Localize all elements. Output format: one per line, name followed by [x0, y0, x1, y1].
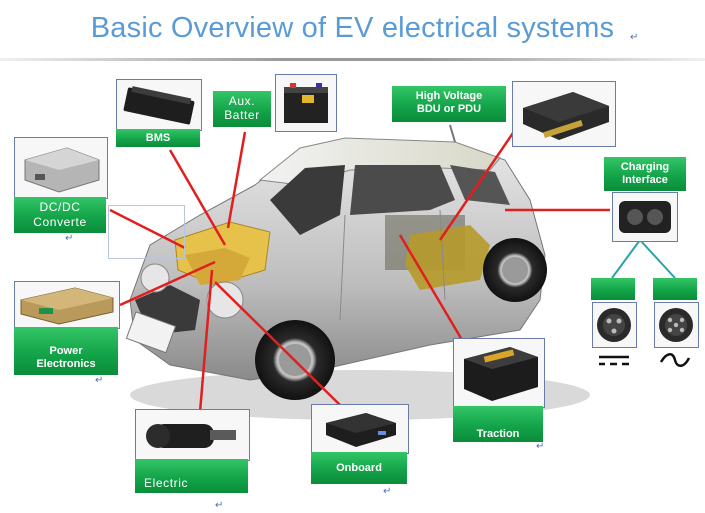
traction-motor-label: Electric	[135, 459, 248, 493]
paragraph-mark: ↵	[95, 375, 104, 386]
paragraph-mark: ↵	[630, 32, 639, 43]
title-divider	[0, 58, 705, 61]
dcdc-converter-image	[14, 137, 108, 199]
traction-battery-image	[453, 338, 545, 408]
traction-battery-label: Traction	[453, 406, 543, 442]
paragraph-mark: ↵	[536, 441, 545, 452]
power-electronics-image	[14, 281, 120, 329]
onboard-charger-image	[311, 404, 409, 454]
paragraph-mark: ↵	[215, 500, 224, 511]
aux-battery-label: Aux.Batter	[213, 91, 271, 127]
bms-label: BMS	[116, 129, 200, 147]
traction-motor-image	[135, 409, 250, 461]
aux-battery-image	[275, 74, 337, 132]
dc-connector-label	[591, 278, 635, 300]
page-title: Basic Overview of EV electrical systems	[90, 12, 615, 44]
dc-connector-image	[592, 302, 637, 348]
high-voltage-bdu-image	[512, 81, 616, 147]
charging-inlet-image	[612, 192, 678, 242]
placeholder-frame	[108, 205, 185, 259]
dc-symbol-icon	[599, 355, 629, 366]
bms-module-image	[116, 79, 202, 131]
ac-connector-image	[654, 302, 699, 348]
ac-connector-label	[653, 278, 697, 300]
onboard-charger-label: Onboard	[311, 452, 407, 484]
ac-symbol-icon	[659, 353, 691, 367]
paragraph-mark: ↵	[65, 233, 74, 244]
paragraph-mark: ↵	[383, 486, 392, 497]
